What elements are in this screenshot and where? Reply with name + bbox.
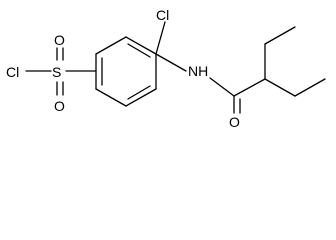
ring-bond	[95, 88, 127, 107]
nh-carbonyl-bond	[209, 77, 235, 97]
ethyl-bond	[294, 78, 326, 97]
ring-bond	[125, 88, 157, 107]
sulfonyl-oxygen-top-label: O	[54, 32, 65, 48]
carbonyl-oxygen-label: O	[229, 114, 240, 130]
ring-nh-bond	[155, 53, 187, 72]
ring-double-bond	[127, 85, 151, 100]
nh-label: NH	[188, 63, 208, 79]
ring-bond	[95, 36, 127, 55]
molecule-structure: Cl NH O S O O Cl	[6, 7, 326, 130]
ring-chlorine-label: Cl	[156, 7, 169, 23]
ethyl-bond	[264, 78, 296, 97]
ring-bond	[125, 36, 157, 55]
ring-cl-bond	[155, 21, 166, 55]
alpha-carbon-bond	[233, 78, 266, 97]
ethyl-bond	[264, 26, 296, 45]
sulfonyl-oxygen-bottom-label: O	[54, 98, 65, 114]
sulfur-label: S	[52, 64, 61, 80]
sulfonyl-chlorine-label: Cl	[6, 64, 19, 80]
ring-double-bond	[127, 43, 151, 58]
